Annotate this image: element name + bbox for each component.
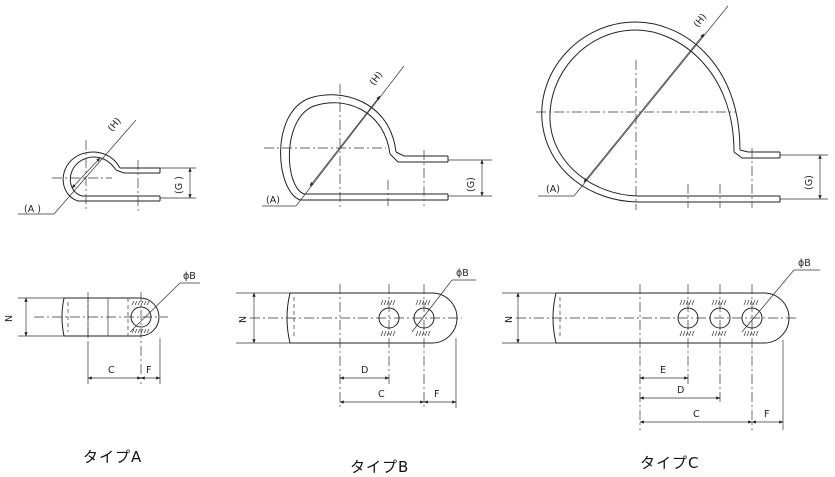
type-c-h-label: (H) <box>692 12 710 30</box>
type-c-f-label: F <box>764 409 769 420</box>
type-c-e-label: E <box>660 365 666 376</box>
type-a-f-label: F <box>146 365 151 376</box>
type-b-caption: タイプB <box>350 458 410 476</box>
type-a-g-label: (G ) <box>174 176 185 194</box>
type-c-phib-label: ϕB <box>798 258 811 269</box>
type-a-caption: タイプA <box>83 448 143 466</box>
type-a-h-label: (H) <box>106 116 124 134</box>
type-b-d-label: D <box>361 365 368 376</box>
type-b-c-label: C <box>378 389 385 400</box>
type-b-h-label: (H) <box>368 70 386 88</box>
type-a-side-view: (H) (A ) (G ) <box>18 116 196 215</box>
type-b-side-view: (H) (A) (G) <box>262 65 492 210</box>
type-b-n-label: N <box>238 316 249 323</box>
type-c-caption: タイプC <box>640 454 700 472</box>
type-b-g-label: (G) <box>466 177 477 192</box>
type-b-f-label: F <box>434 389 439 400</box>
type-a-n-label: N <box>4 315 15 322</box>
type-c-n-label: N <box>504 316 515 323</box>
type-c-g-label: (G) <box>804 175 815 190</box>
type-c-plan-view: N ϕB E D C F <box>502 258 820 430</box>
type-b-plan-view: N ϕB D C F <box>236 268 476 408</box>
type-c-side-view: (H) (A) (G) <box>536 5 828 210</box>
type-b-a-label: (A) <box>266 195 280 206</box>
type-c-d-label: D <box>677 385 684 396</box>
type-a-c-label: C <box>108 365 115 376</box>
type-a-a-label: (A ) <box>24 204 41 215</box>
type-b-phib-label: ϕB <box>456 268 469 279</box>
type-a-phib-label: ϕB <box>183 271 196 282</box>
type-c-c-label: C <box>693 409 700 420</box>
type-a-plan-view: N ϕB C F <box>4 271 200 384</box>
type-c-a-label: (A) <box>546 184 560 195</box>
